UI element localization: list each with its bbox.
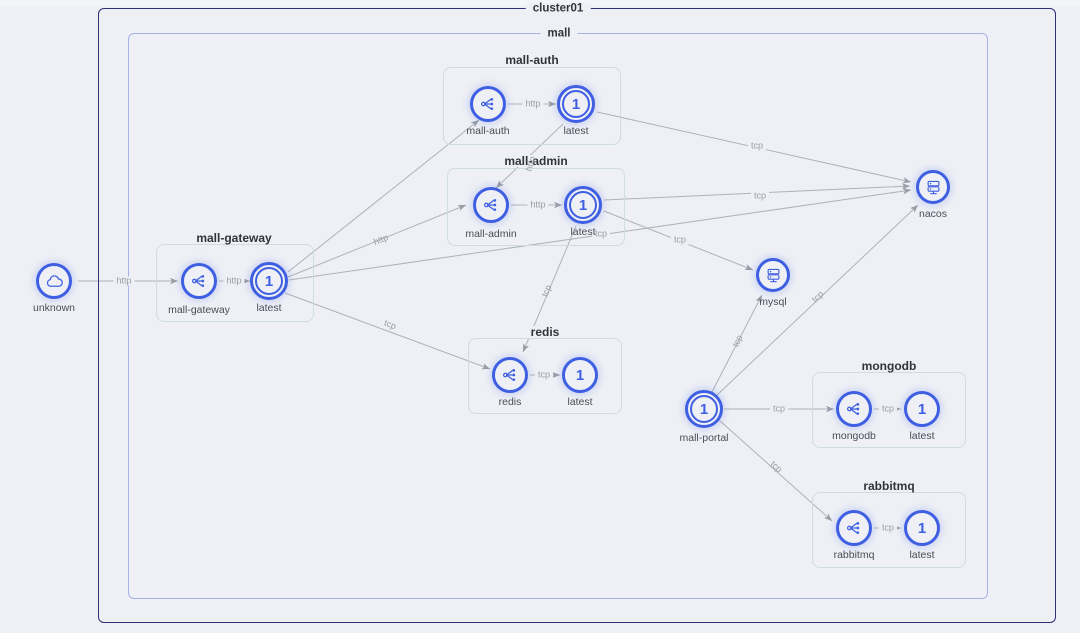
service-icon bbox=[480, 98, 494, 110]
edge-label-unknown-gateway: http bbox=[113, 276, 135, 286]
instance-count: 1 bbox=[578, 196, 588, 214]
edge-label-admin-nacos: tcp bbox=[750, 191, 770, 201]
instance-icon: 1 bbox=[562, 90, 590, 118]
instance-count: 1 bbox=[699, 400, 709, 418]
edge-label-auth-nacos: tcp bbox=[747, 141, 767, 151]
service-icon bbox=[191, 275, 205, 287]
database-icon bbox=[767, 268, 779, 282]
instance-icon: 1 bbox=[255, 267, 283, 295]
group-label-mall-auth: mall-auth bbox=[498, 54, 566, 66]
group-label-mall-gateway: mall-gateway bbox=[189, 232, 279, 244]
node-label-unknown: unknown bbox=[32, 302, 76, 314]
service-icon bbox=[483, 199, 497, 211]
instance-count: 1 bbox=[917, 519, 927, 537]
node-label-mall-admin-instance: latest bbox=[570, 226, 596, 238]
node-label-mall-gateway-instance: latest bbox=[256, 302, 282, 314]
node-label-redis: redis bbox=[498, 396, 522, 408]
instance-count: 1 bbox=[571, 95, 581, 113]
node-label-mall-auth: mall-auth bbox=[466, 125, 510, 137]
edge-label-admin-mysql: tcp bbox=[670, 235, 690, 245]
group-label-mongodb: mongodb bbox=[854, 360, 924, 372]
node-label-redis-instance: latest bbox=[567, 396, 593, 408]
service-icon bbox=[846, 403, 860, 415]
node-label-mall-gateway: mall-gateway bbox=[168, 304, 230, 316]
instance-icon: 1 bbox=[690, 395, 718, 423]
group-mall-admin[interactable] bbox=[447, 168, 625, 246]
node-label-mall-portal: mall-portal bbox=[679, 432, 729, 444]
group-label-mall-admin: mall-admin bbox=[497, 155, 575, 167]
group-mall-auth[interactable] bbox=[443, 67, 621, 145]
edge-label-portal-mongodb: tcp bbox=[769, 404, 789, 414]
node-label-rabbitmq: rabbitmq bbox=[833, 549, 875, 561]
edge-label-gateway-instance: http bbox=[223, 276, 245, 286]
instance-count: 1 bbox=[264, 272, 274, 290]
top-strip bbox=[0, 0, 1080, 6]
edge-label-mongodb-instance: tcp bbox=[878, 404, 898, 414]
group-label-rabbitmq: rabbitmq bbox=[856, 480, 922, 492]
namespace-label: mall bbox=[540, 28, 578, 40]
edge-label-redis-instance: tcp bbox=[534, 370, 554, 380]
node-label-nacos: nacos bbox=[918, 208, 948, 220]
node-label-rabbitmq-instance: latest bbox=[909, 549, 935, 561]
service-icon bbox=[502, 369, 516, 381]
instance-count: 1 bbox=[917, 400, 927, 418]
instance-count: 1 bbox=[575, 366, 585, 384]
instance-icon: 1 bbox=[569, 191, 597, 219]
group-label-redis: redis bbox=[523, 326, 567, 338]
service-icon bbox=[846, 522, 860, 534]
group-redis[interactable] bbox=[468, 338, 622, 414]
edge-label-auth-instance: http bbox=[522, 99, 544, 109]
cluster-label: cluster01 bbox=[525, 3, 591, 15]
group-mall-gateway[interactable] bbox=[156, 244, 314, 322]
cloud-icon bbox=[46, 274, 63, 287]
node-label-mongodb: mongodb bbox=[832, 430, 876, 442]
edge-label-rabbitmq-instance: tcp bbox=[878, 523, 898, 533]
node-label-mysql: mysql bbox=[759, 296, 787, 308]
node-label-mongodb-instance: latest bbox=[909, 430, 935, 442]
group-rabbitmq[interactable] bbox=[812, 492, 966, 568]
edge-label-admin-instance: http bbox=[527, 200, 549, 210]
group-mongodb[interactable] bbox=[812, 372, 966, 448]
database-icon bbox=[927, 180, 939, 194]
node-label-mall-auth-instance: latest bbox=[563, 125, 589, 137]
edge-label-admin-redis: tcp bbox=[591, 229, 611, 239]
node-label-mall-admin: mall-admin bbox=[465, 228, 517, 240]
